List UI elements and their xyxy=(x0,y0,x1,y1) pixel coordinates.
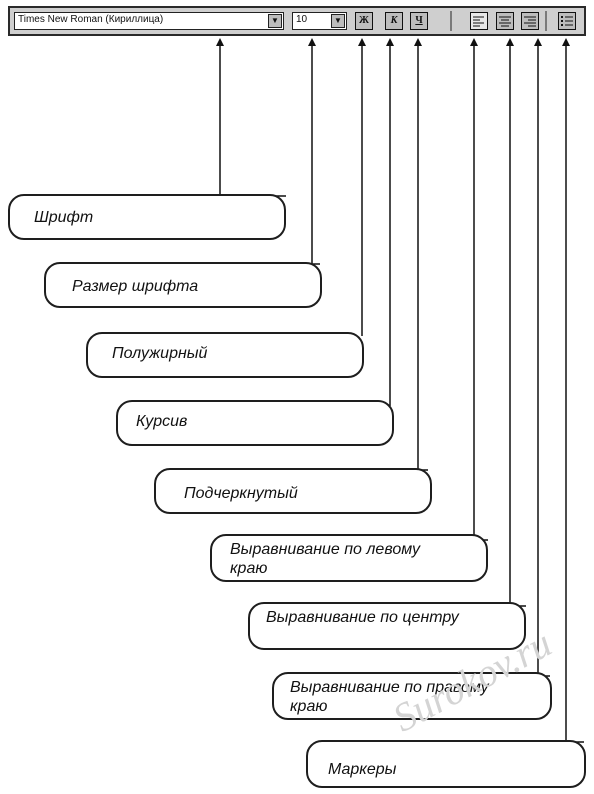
label-font: Шрифт xyxy=(34,209,94,226)
arrowhead xyxy=(358,38,366,46)
align-left-button[interactable] xyxy=(470,12,488,30)
font-name-value: Times New Roman (Кириллица) xyxy=(18,14,164,25)
formatting-toolbar: Times New Roman (Кириллица) ▼ 10 ▼ Ж К Ч xyxy=(8,6,586,36)
label-box-markers: Маркеры xyxy=(306,740,586,788)
font-name-combobox[interactable]: Times New Roman (Кириллица) ▼ xyxy=(14,12,284,30)
label-box-italic: Курсив xyxy=(116,400,394,446)
label-italic: Курсив xyxy=(136,413,188,430)
label-align-right-line1: Выравнивание по правому xyxy=(290,679,489,696)
arrowhead xyxy=(216,38,224,46)
align-right-icon xyxy=(524,16,536,27)
connector-underline xyxy=(417,42,428,471)
align-center-icon xyxy=(499,16,511,27)
connector-markers xyxy=(565,42,584,743)
connector-align-left xyxy=(473,42,488,541)
label-box-align-center: Выравнивание по центру xyxy=(248,602,526,650)
label-align-right-line2: краю xyxy=(290,698,328,715)
label-align-left-line2: краю xyxy=(230,560,268,577)
label-underline: Подчеркнутый xyxy=(184,485,298,502)
chevron-down-icon[interactable]: ▼ xyxy=(331,14,345,28)
italic-button[interactable]: К xyxy=(385,12,403,30)
arrowhead xyxy=(308,38,316,46)
bold-button[interactable]: Ж xyxy=(355,12,373,30)
label-box-font-size: Размер шрифта xyxy=(44,262,322,308)
label-font-size: Размер шрифта xyxy=(72,278,199,295)
arrowhead xyxy=(562,38,570,46)
connector-font-size xyxy=(311,42,320,265)
label-box-font: Шрифт xyxy=(8,194,286,240)
bullets-button[interactable] xyxy=(558,12,576,30)
toolbar-separator xyxy=(450,11,452,31)
label-box-bold: Полужирный xyxy=(86,332,364,378)
arrowhead xyxy=(386,38,394,46)
arrowhead xyxy=(506,38,514,46)
connector-align-right xyxy=(537,42,550,677)
arrowhead xyxy=(470,38,478,46)
align-center-button[interactable] xyxy=(496,12,514,30)
label-box-underline: Подчеркнутый xyxy=(154,468,432,514)
underline-button[interactable]: Ч xyxy=(410,12,428,30)
bulleted-list-icon xyxy=(561,16,573,26)
connector-font xyxy=(219,42,286,197)
label-align-left-line1: Выравнивание по левому xyxy=(230,541,420,558)
label-align-center: Выравнивание по центру xyxy=(266,609,459,626)
arrowhead xyxy=(414,38,422,46)
label-markers: Маркеры xyxy=(328,761,397,778)
label-box-align-left: Выравнивание по левому краю xyxy=(210,534,488,582)
font-size-value: 10 xyxy=(296,14,308,25)
connector-align-center xyxy=(509,42,526,607)
label-bold: Полужирный xyxy=(112,345,208,362)
align-right-button[interactable] xyxy=(521,12,539,30)
chevron-down-icon[interactable]: ▼ xyxy=(268,14,282,28)
arrowhead xyxy=(534,38,542,46)
align-left-icon xyxy=(473,16,484,27)
toolbar-separator xyxy=(545,11,547,31)
font-size-combobox[interactable]: 10 ▼ xyxy=(292,12,347,30)
label-box-align-right: Выравнивание по правому краю xyxy=(272,672,552,720)
